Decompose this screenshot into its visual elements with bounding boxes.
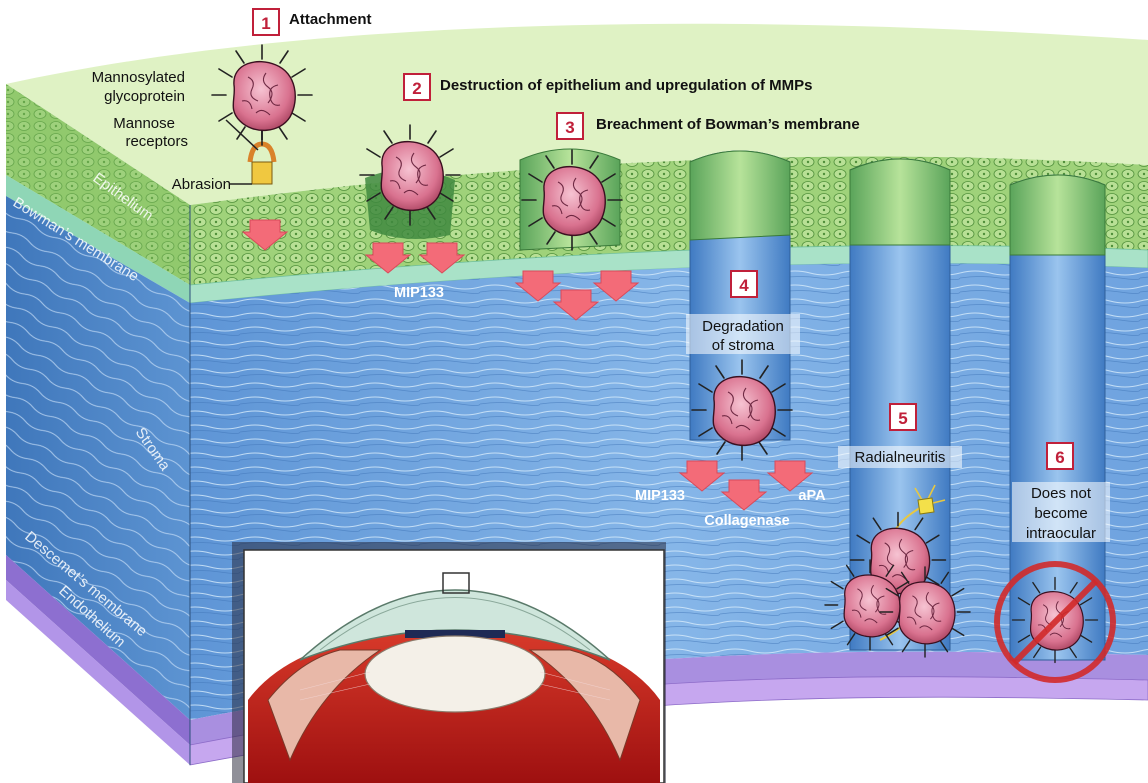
svg-text:3: 3 [565,118,574,137]
collagenase-label: Collagenase [704,513,789,529]
svg-text:of stroma: of stroma [712,337,775,354]
step-number-box-1: 1 [253,9,279,35]
svg-text:Does not: Does not [1031,485,1092,502]
mannosylated-glycoprotein-label: Mannosylated [92,69,185,86]
svg-text:4: 4 [739,276,749,295]
step-number-box-4: 4 [731,271,757,297]
abrasion-label: Abrasion [172,176,231,193]
mip133-top-label: MIP133 [394,285,444,301]
step-number-box-5: 5 [890,404,916,430]
step-number-box-6: 6 [1047,443,1073,469]
step-1-label: Attachment [289,11,372,28]
svg-text:2: 2 [412,79,421,98]
mannose-receptors-label: Mannose [113,115,175,132]
step-4-label: Degradation of stroma [686,314,800,354]
mannosylated-glycoprotein-label-line2: glycoprotein [104,88,185,105]
svg-text:Radialneuritis: Radialneuritis [855,449,946,466]
apa-label: aPA [798,488,826,504]
step-6-label: Does not become intraocular [1012,482,1110,542]
step-number-box-2: 2 [404,74,430,100]
mannose-receptors-label-line2: receptors [125,133,188,150]
step-2-label: Destruction of epithelium and upregulati… [440,77,813,94]
eye-cross-section-icon [232,542,666,783]
step-3-label: Breachment of Bowman’s membrane [596,116,860,133]
step-5-label: Radialneuritis [838,446,962,468]
svg-text:Degradation: Degradation [702,318,784,335]
svg-text:become: become [1034,505,1087,522]
svg-text:6: 6 [1055,448,1064,467]
step-number-box-3: 3 [557,113,583,139]
svg-text:5: 5 [898,409,907,428]
mip133-bottom-label: MIP133 [635,488,685,504]
svg-text:1: 1 [261,14,270,33]
svg-text:intraocular: intraocular [1026,525,1096,542]
